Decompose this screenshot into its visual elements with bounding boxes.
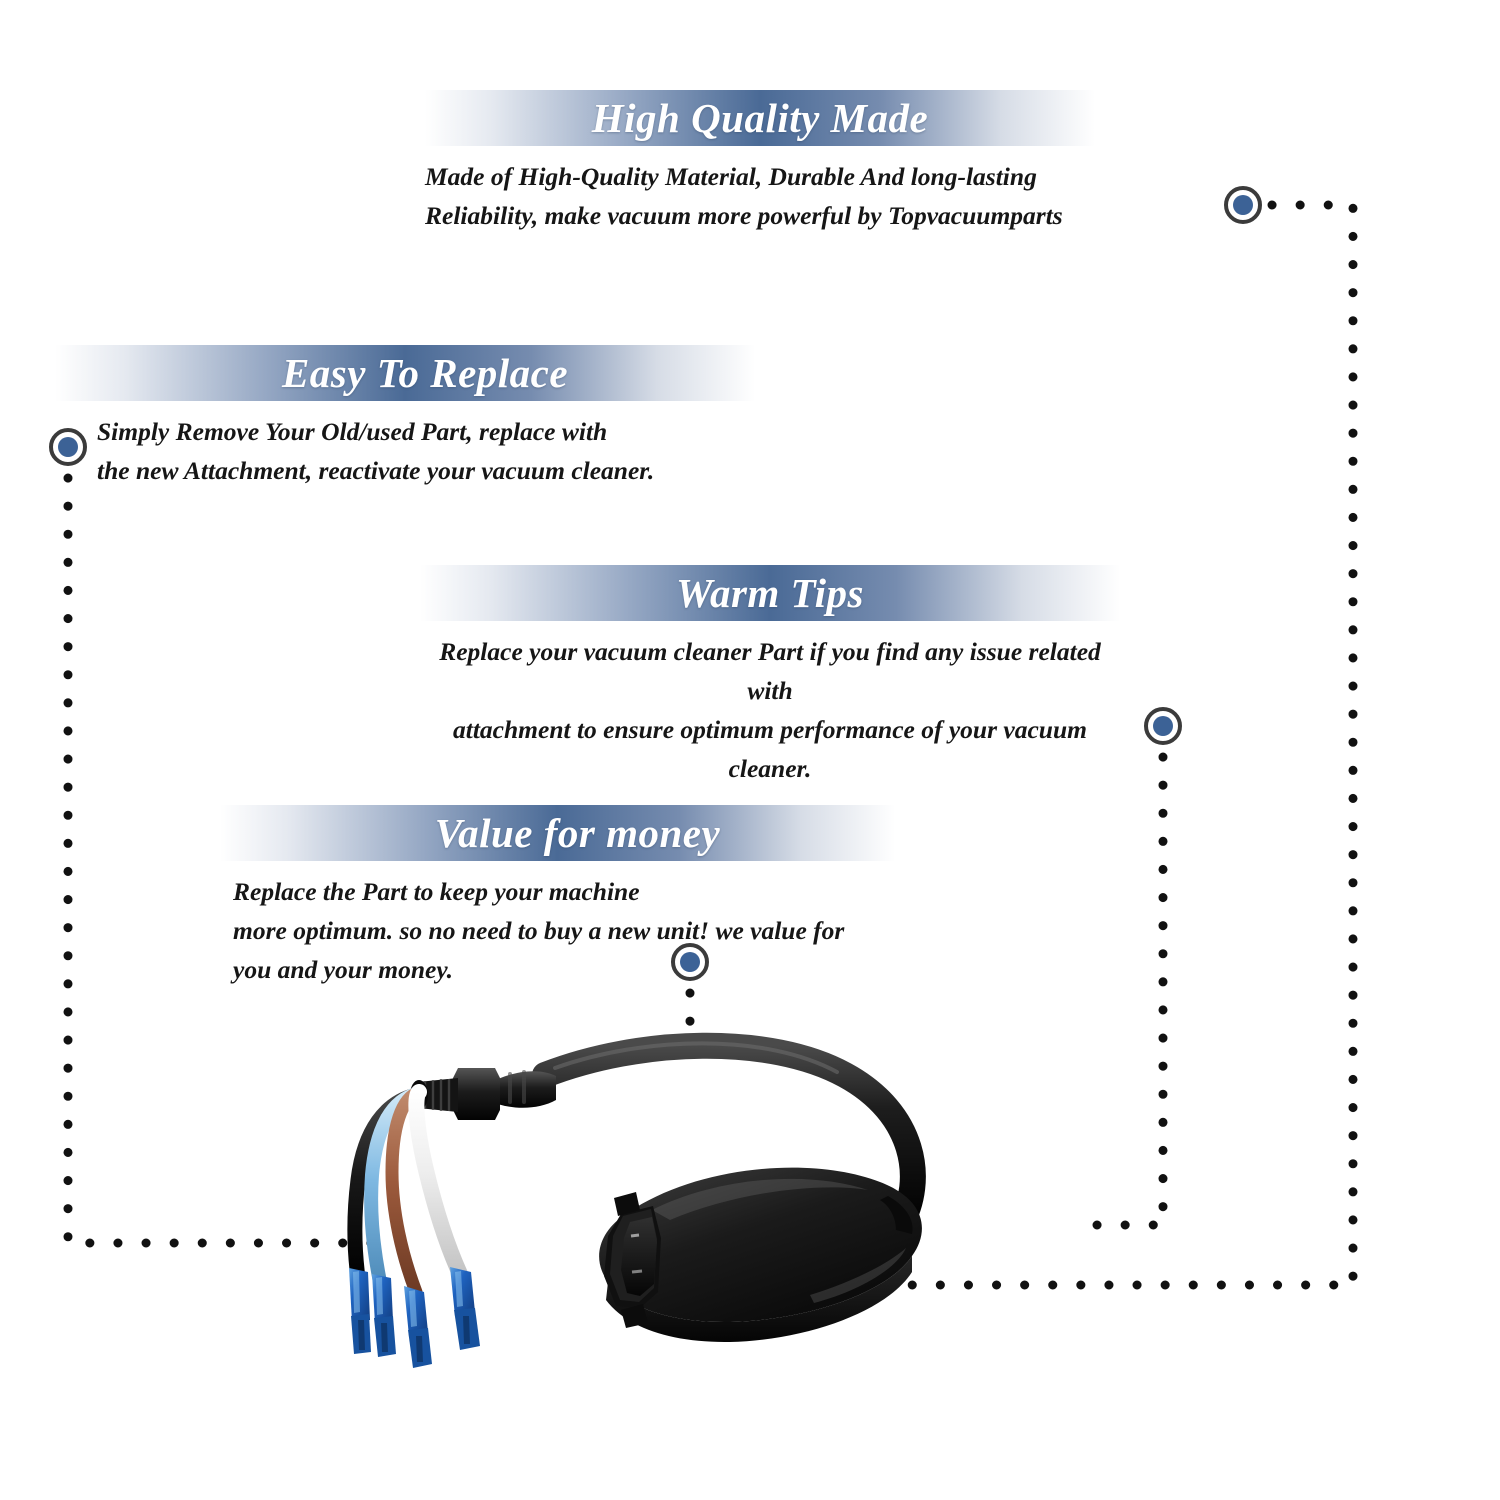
marker-value <box>671 943 709 981</box>
feature-title-bar: High Quality Made <box>425 90 1095 146</box>
marker-tips <box>1144 707 1182 745</box>
product-terminal-white <box>450 1267 480 1350</box>
feature-body: Simply Remove Your Old/used Part, replac… <box>97 417 655 485</box>
product-switch-body-side <box>606 1256 912 1343</box>
product-wire-white <box>408 1084 468 1282</box>
feature-title-bar: Value for money <box>220 805 895 861</box>
feature-warm-tips: Warm Tips Replace your vacuum cleaner Pa… <box>420 565 1120 788</box>
product-switch-gloss <box>652 1178 868 1220</box>
feature-title: Easy To Replace <box>281 350 569 396</box>
product-switch-mark-o <box>631 1269 643 1274</box>
marker-dot <box>1153 716 1173 736</box>
product-image-vacuum-switch <box>347 1032 926 1368</box>
product-cable-highlight <box>553 1041 839 1074</box>
feature-body: Replace the Part to keep your machine mo… <box>233 877 845 984</box>
marker-replace <box>49 428 87 466</box>
feature-title-bar: Easy To Replace <box>55 345 755 401</box>
marker-quality <box>1224 186 1262 224</box>
product-switch-body <box>599 1167 922 1323</box>
feature-body: Replace your vacuum cleaner Part if you … <box>439 637 1101 783</box>
product-wire-brown <box>385 1086 425 1299</box>
feature-title: High Quality Made <box>591 95 929 141</box>
product-switch-mark-i <box>630 1233 640 1238</box>
product-terminal-brown <box>404 1286 432 1368</box>
product-mount-tab-bottom <box>621 1304 648 1328</box>
product-switch-rocker <box>621 1217 657 1296</box>
feature-title: Warm Tips <box>676 570 864 616</box>
product-terminal-blue <box>372 1274 396 1357</box>
connector-tips <box>1082 752 1168 1230</box>
feature-easy-to-replace: Easy To Replace Simply Remove Your Old/u… <box>55 345 755 490</box>
marker-dot <box>58 437 78 457</box>
marker-dot <box>680 952 700 972</box>
product-terminal-black <box>349 1268 371 1354</box>
product-boot-rib <box>522 1070 526 1104</box>
feature-title: Value for money <box>434 810 721 856</box>
product-mount-tab-top <box>614 1192 640 1216</box>
product-gland-nut <box>452 1068 500 1120</box>
marker-dot <box>1233 195 1253 215</box>
product-switch-gloss-2 <box>810 1248 906 1303</box>
feature-title-bar: Warm Tips <box>420 565 1120 621</box>
feature-body: Made of High-Quality Material, Durable A… <box>425 162 1063 230</box>
feature-high-quality-made: High Quality Made Made of High-Quality M… <box>425 90 1095 235</box>
feature-value-for-money: Value for money Replace the Part to keep… <box>220 805 895 989</box>
product-boot-rib <box>508 1072 512 1104</box>
